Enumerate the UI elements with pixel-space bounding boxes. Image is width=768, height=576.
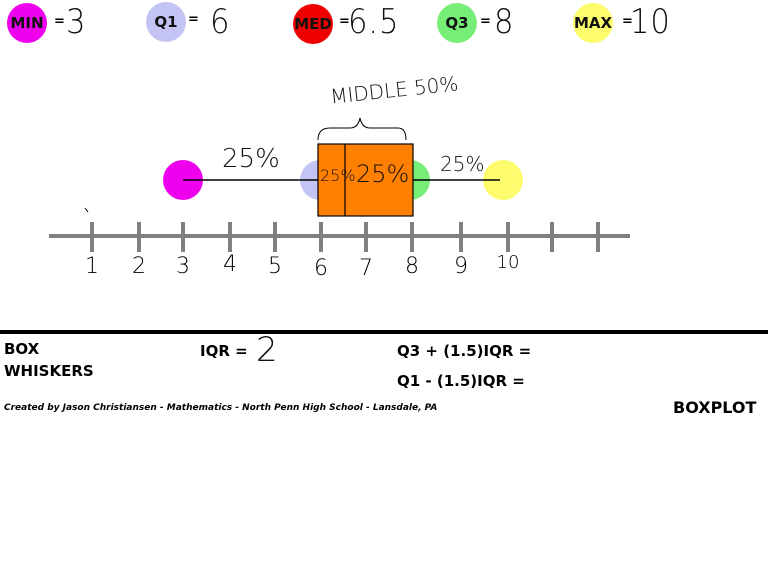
iqr-value: 2 [256,330,278,370]
q1-circle: Q1 [146,2,186,42]
tick-label: 3 [176,254,190,279]
credit-line: Created by Jason Christiansen - Mathemat… [4,403,438,413]
iqr-label: IQR = [200,342,248,360]
min-label: MIN [10,14,44,32]
whiskers-label: WHISKERS [4,362,94,380]
lower-fence-label: Q1 - (1.5)IQR = [397,372,525,390]
number-line-ticks [90,222,600,252]
min-circle: MIN [7,3,47,43]
tick-label: 5 [268,254,282,279]
tick-label: 8 [405,254,419,279]
upper-fence-label: Q3 + (1.5)IQR = [397,342,532,360]
med-value: 6.5 [348,2,400,42]
med-equals: = [339,14,350,29]
boxplot-title: BOXPLOT [673,398,757,417]
tick-label: 7 [359,256,373,281]
q3-value: 8 [494,2,515,42]
tick-label: 6 [314,256,328,281]
box-label: BOX [4,340,40,358]
tick-label: 10 [496,252,520,273]
min-equals: = [54,14,65,29]
left-whisker-pct: 25% [222,144,280,174]
tick-label: 4 [223,252,237,277]
q3-label: Q3 [445,14,469,32]
q1-value: 6 [210,2,231,42]
box-right-pct: 25% [356,160,410,188]
max-label: MAX [573,14,613,32]
tick-label: 1 [85,254,99,279]
med-circle: MED [293,4,333,44]
q3-equals: = [480,14,491,29]
box-left-pct: 25% [320,166,356,185]
max-equals: = [622,14,633,29]
tick-label: 9 [454,254,468,279]
q1-equals: = [188,12,199,27]
stray-mark [84,207,89,213]
tick-label: 2 [132,254,146,279]
max-value: 10 [630,2,671,42]
med-label: MED [294,15,332,33]
q3-circle: Q3 [437,3,477,43]
max-marker [483,160,523,200]
min-value: 3 [66,2,87,42]
iqr-box [317,143,414,217]
q1-label: Q1 [154,13,178,31]
middle-brace [317,117,407,141]
right-whisker-pct: 25% [440,152,485,176]
max-circle: MAX [573,3,613,43]
